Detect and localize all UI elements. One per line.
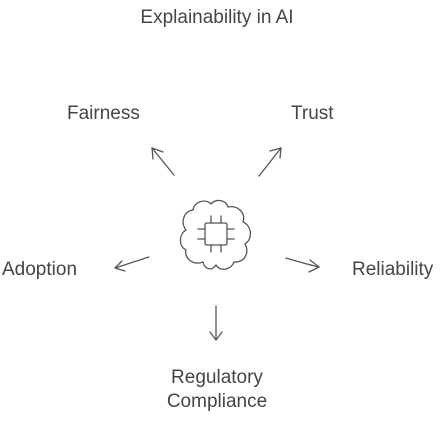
node-adoption: Adoption <box>2 259 78 280</box>
arrow-to-adoption <box>114 256 150 272</box>
brain-chip-icon <box>179 199 252 270</box>
arrow-to-fairness <box>151 147 175 176</box>
arrow-to-regulatory <box>209 305 223 341</box>
node-fairness: Fairness <box>67 103 140 124</box>
node-regulatory-compliance: Regulatory Compliance <box>134 366 300 414</box>
node-regulatory-line2: Compliance <box>166 391 268 412</box>
node-reliability: Reliability <box>352 259 434 280</box>
arrow-to-reliability <box>285 257 320 273</box>
node-regulatory-line1: Regulatory <box>171 367 263 388</box>
diagram-title: Explainability in AI <box>140 7 294 28</box>
node-trust: Trust <box>291 103 334 124</box>
arrow-to-trust <box>258 147 282 177</box>
